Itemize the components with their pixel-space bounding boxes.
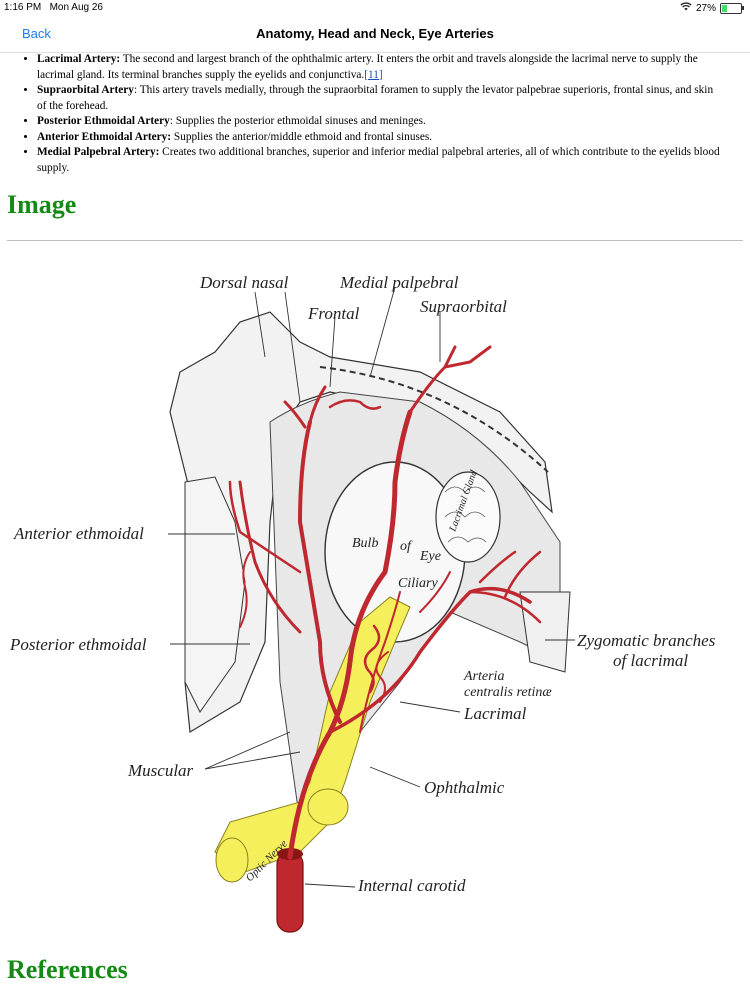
leader-lines [168, 286, 575, 888]
article-content: Lacrimal Artery: The second and largest … [0, 52, 750, 176]
status-bar: 1:16 PM Mon Aug 26 27% [0, 0, 750, 16]
label-bulb: Bulb [352, 536, 378, 551]
label-arteria-2: centralis retinæ [464, 685, 552, 700]
label-ciliary: Ciliary [398, 576, 438, 591]
label-internal-carotid: Internal carotid [357, 876, 466, 895]
list-item-text: : This artery travels medially, through … [37, 84, 714, 112]
label-arteria-1: Arteria [463, 669, 504, 684]
image-section-heading: Image [7, 190, 77, 219]
list-item: Anterior Ethmoidal Artery: Supplies the … [37, 130, 750, 146]
list-item-text: Creates two additional branches, superio… [37, 146, 720, 174]
section-divider [7, 240, 743, 241]
label-lacrimal: Lacrimal [463, 704, 527, 723]
label-muscular: Muscular [127, 761, 194, 780]
back-button[interactable]: Back [22, 26, 51, 41]
wifi-icon [680, 2, 692, 14]
internal-carotid-artery [276, 851, 304, 933]
label-anterior-ethmoidal: Anterior ethmoidal [13, 524, 144, 543]
lacrimal-gland [435, 471, 501, 563]
status-time-date: 1:16 PM Mon Aug 26 [4, 2, 103, 13]
list-item-text: Supplies the anterior/middle ethmoid and… [171, 130, 433, 143]
list-item-text: The second and largest branch of the oph… [37, 53, 698, 81]
ethmoid-bone [184, 476, 246, 713]
list-item: Lacrimal Artery: The second and largest … [37, 52, 750, 83]
label-dorsal-nasal: Dorsal nasal [199, 273, 289, 292]
list-item: Posterior Ethmoidal Artery: Supplies the… [37, 114, 750, 130]
label-zygomatic-2: of lacrimal [613, 651, 688, 670]
artery-branches [228, 345, 542, 860]
list-item: Medial Palpebral Artery: Creates two add… [37, 145, 750, 176]
battery-percent: 27% [695, 2, 716, 14]
status-right: 27% [680, 2, 744, 14]
illustration-svg: Dorsal nasal Medial palpebral Frontal Su… [9, 273, 716, 933]
label-medial-palpebral: Medial palpebral [339, 273, 459, 292]
references-section-heading: References [7, 955, 128, 984]
label-of: of [400, 539, 413, 554]
roof-stripe [319, 366, 549, 473]
reference-link[interactable]: [11] [364, 68, 383, 81]
list-item-term: Medial Palpebral Artery: [37, 146, 160, 158]
label-frontal: Frontal [307, 304, 360, 323]
page-title: Anatomy, Head and Neck, Eye Arteries [256, 26, 494, 41]
label-posterior-ethmoidal: Posterior ethmoidal [9, 635, 147, 654]
list-item-text: : Supplies the posterior ethmoidal sinus… [169, 115, 426, 127]
label-eye: Eye [419, 549, 441, 564]
list-item: Supraorbital Artery: This artery travels… [37, 83, 750, 114]
list-item-term: Supraorbital Artery [37, 84, 134, 96]
artery-list: Lacrimal Artery: The second and largest … [0, 52, 750, 176]
zygomatic-bone [519, 591, 571, 673]
list-item-term: Anterior Ethmoidal Artery: [37, 130, 172, 143]
battery-icon [720, 2, 744, 14]
navigation-bar: Back Anatomy, Head and Neck, Eye Arterie… [0, 16, 750, 53]
list-item-term: Lacrimal Artery: [37, 53, 121, 65]
list-item-term: Posterior Ethmoidal Artery [37, 115, 170, 127]
status-time: 1:16 PM [4, 2, 42, 13]
eye-arteries-illustration[interactable]: Dorsal nasal Medial palpebral Frontal Su… [0, 262, 750, 942]
label-zygomatic-1: Zygomatic branches [577, 631, 716, 650]
status-date: Mon Aug 26 [49, 2, 103, 13]
label-supraorbital: Supraorbital [420, 297, 507, 316]
label-ophthalmic: Ophthalmic [424, 778, 505, 797]
